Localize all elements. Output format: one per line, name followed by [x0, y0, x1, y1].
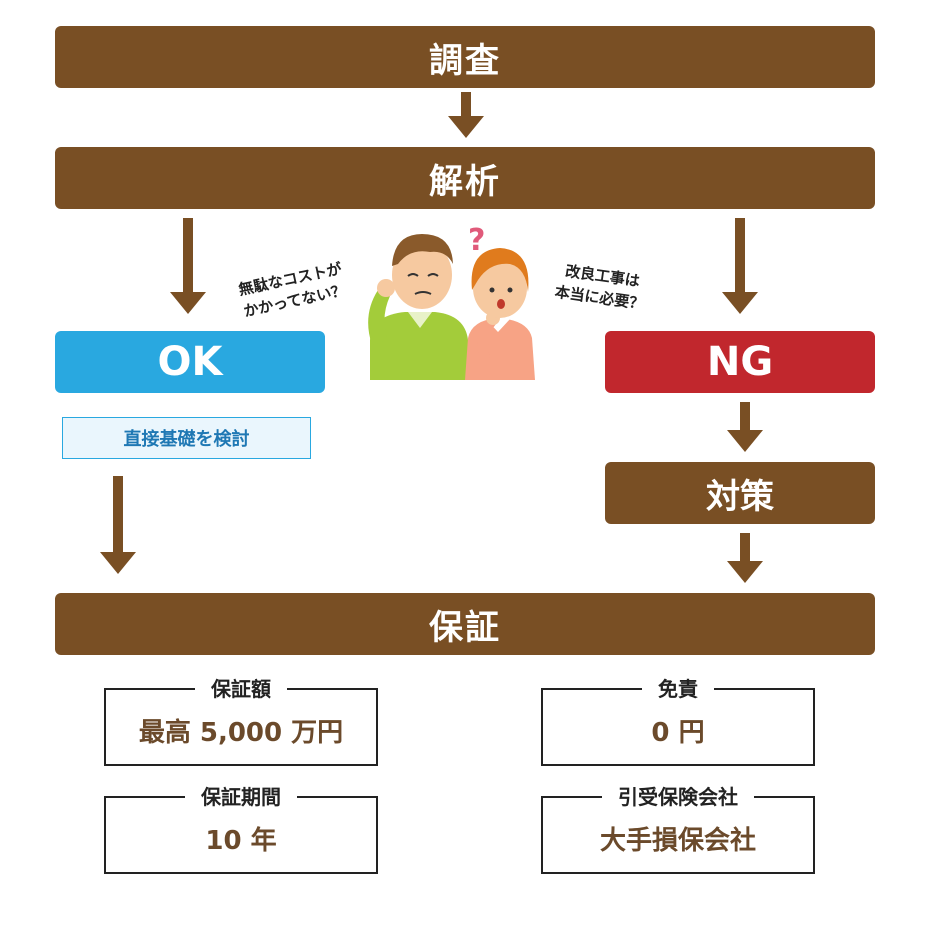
ok-note: 直接基礎を検討	[62, 417, 311, 459]
guarantee-amount-box: 保証額 最高 5,000 万円	[104, 676, 378, 766]
deductible-value: 0 円	[651, 717, 705, 748]
arrow-analysis-to-ng	[720, 218, 760, 318]
guarantee-amount-label: 保証額	[195, 676, 287, 702]
guarantee-period-value: 10 年	[205, 825, 277, 856]
woman-thought-bubble: 改良工事は 本当に必要？	[553, 259, 648, 315]
step-analysis: 解析	[55, 147, 875, 209]
arrow-countermeasure-to-guarantee	[725, 533, 765, 585]
arrow-analysis-to-ok	[168, 218, 208, 318]
question-mark-icon: ?	[468, 223, 485, 258]
step-guarantee: 保証	[55, 593, 875, 655]
arrow-survey-to-analysis	[446, 92, 486, 142]
insurer-value: 大手損保会社	[599, 825, 756, 856]
guarantee-period-box: 保証期間 10 年	[104, 784, 378, 874]
arrow-ng-to-countermeasure	[725, 402, 765, 454]
confused-couple-illustration: ?	[368, 223, 535, 380]
step-survey: 調査	[55, 26, 875, 88]
insurer-label: 引受保険会社	[602, 784, 754, 810]
man-thought-bubble: 無駄なコストが かかってない？	[237, 258, 349, 323]
deductible-box: 免責 0 円	[541, 676, 815, 766]
guarantee-amount-value: 最高 5,000 万円	[138, 717, 344, 748]
arrow-ok-to-guarantee	[98, 476, 138, 576]
step-countermeasure: 対策	[605, 462, 875, 524]
guarantee-period-label: 保証期間	[185, 784, 297, 810]
insurer-box: 引受保険会社 大手損保会社	[541, 784, 815, 874]
result-ng: NG	[605, 331, 875, 393]
result-ok: OK	[55, 331, 325, 393]
deductible-label: 免責	[642, 676, 714, 702]
